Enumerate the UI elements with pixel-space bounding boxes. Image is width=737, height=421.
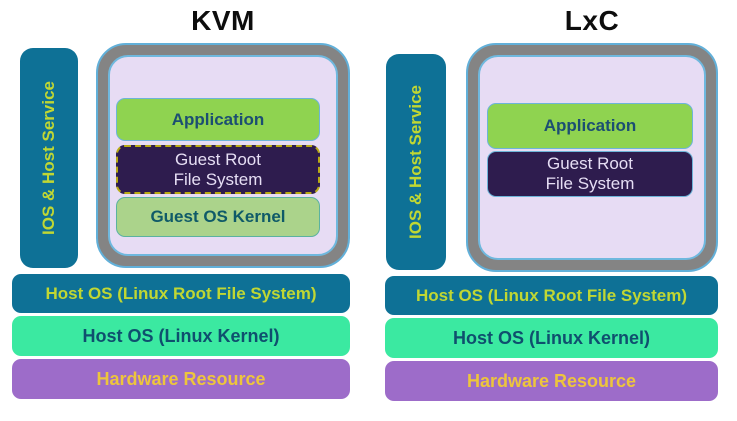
lxc-title: LxC [564,5,620,36]
lxc-host-os-root-file-system-label: Host OS (Linux Root File System) [415,285,688,305]
lxc-guest-root-file-system-box: Guest Root File System [487,151,693,197]
lxc-guest-root-label-line2: File System [545,174,635,193]
kvm-ios-host-service-label: IOS & Host Service [39,80,59,236]
kvm-guest-os-kernel-box: Guest OS Kernel [116,197,320,237]
kvm-host-os-kernel-layer: Host OS (Linux Kernel) [12,316,350,356]
lxc-host-os-root-file-system-layer: Host OS (Linux Root File System) [385,276,718,315]
kvm-title: KVM [191,5,255,36]
kvm-host-os-kernel-label: Host OS (Linux Kernel) [82,325,280,346]
lxc-ios-host-service-label: IOS & Host Service [406,84,426,240]
kvm-guest-root-label-line1: Guest Root [175,149,261,169]
kvm-guest-root-label-line2: File System [173,169,263,189]
kvm-hardware-resource-layer: Hardware Resource [12,359,350,399]
lxc-host-os-kernel-label: Host OS (Linux Kernel) [452,327,650,348]
lxc-application-label: Application [543,116,637,136]
kvm-host-os-root-file-system-layer: Host OS (Linux Root File System) [12,274,350,313]
lxc-ios-host-service-bar: IOS & Host Service [386,54,446,270]
lxc-host-os-kernel-layer: Host OS (Linux Kernel) [385,318,718,358]
kvm-host-os-root-file-system-label: Host OS (Linux Root File System) [45,283,317,303]
lxc-hardware-resource-layer: Hardware Resource [385,361,718,401]
kvm-hardware-resource-label: Hardware Resource [96,368,266,389]
kvm-ios-host-service-bar: IOS & Host Service [20,48,78,268]
kvm-guest-os-kernel-label: Guest OS Kernel [150,207,286,227]
lxc-guest-root-label-line1: Guest Root [547,154,633,174]
lxc-application-box: Application [487,103,693,149]
kvm-application-label: Application [171,109,265,129]
kvm-application-box: Application [116,98,320,141]
kvm-guest-root-file-system-box: Guest Root File System [116,145,320,194]
lxc-hardware-resource-label: Hardware Resource [466,370,637,391]
